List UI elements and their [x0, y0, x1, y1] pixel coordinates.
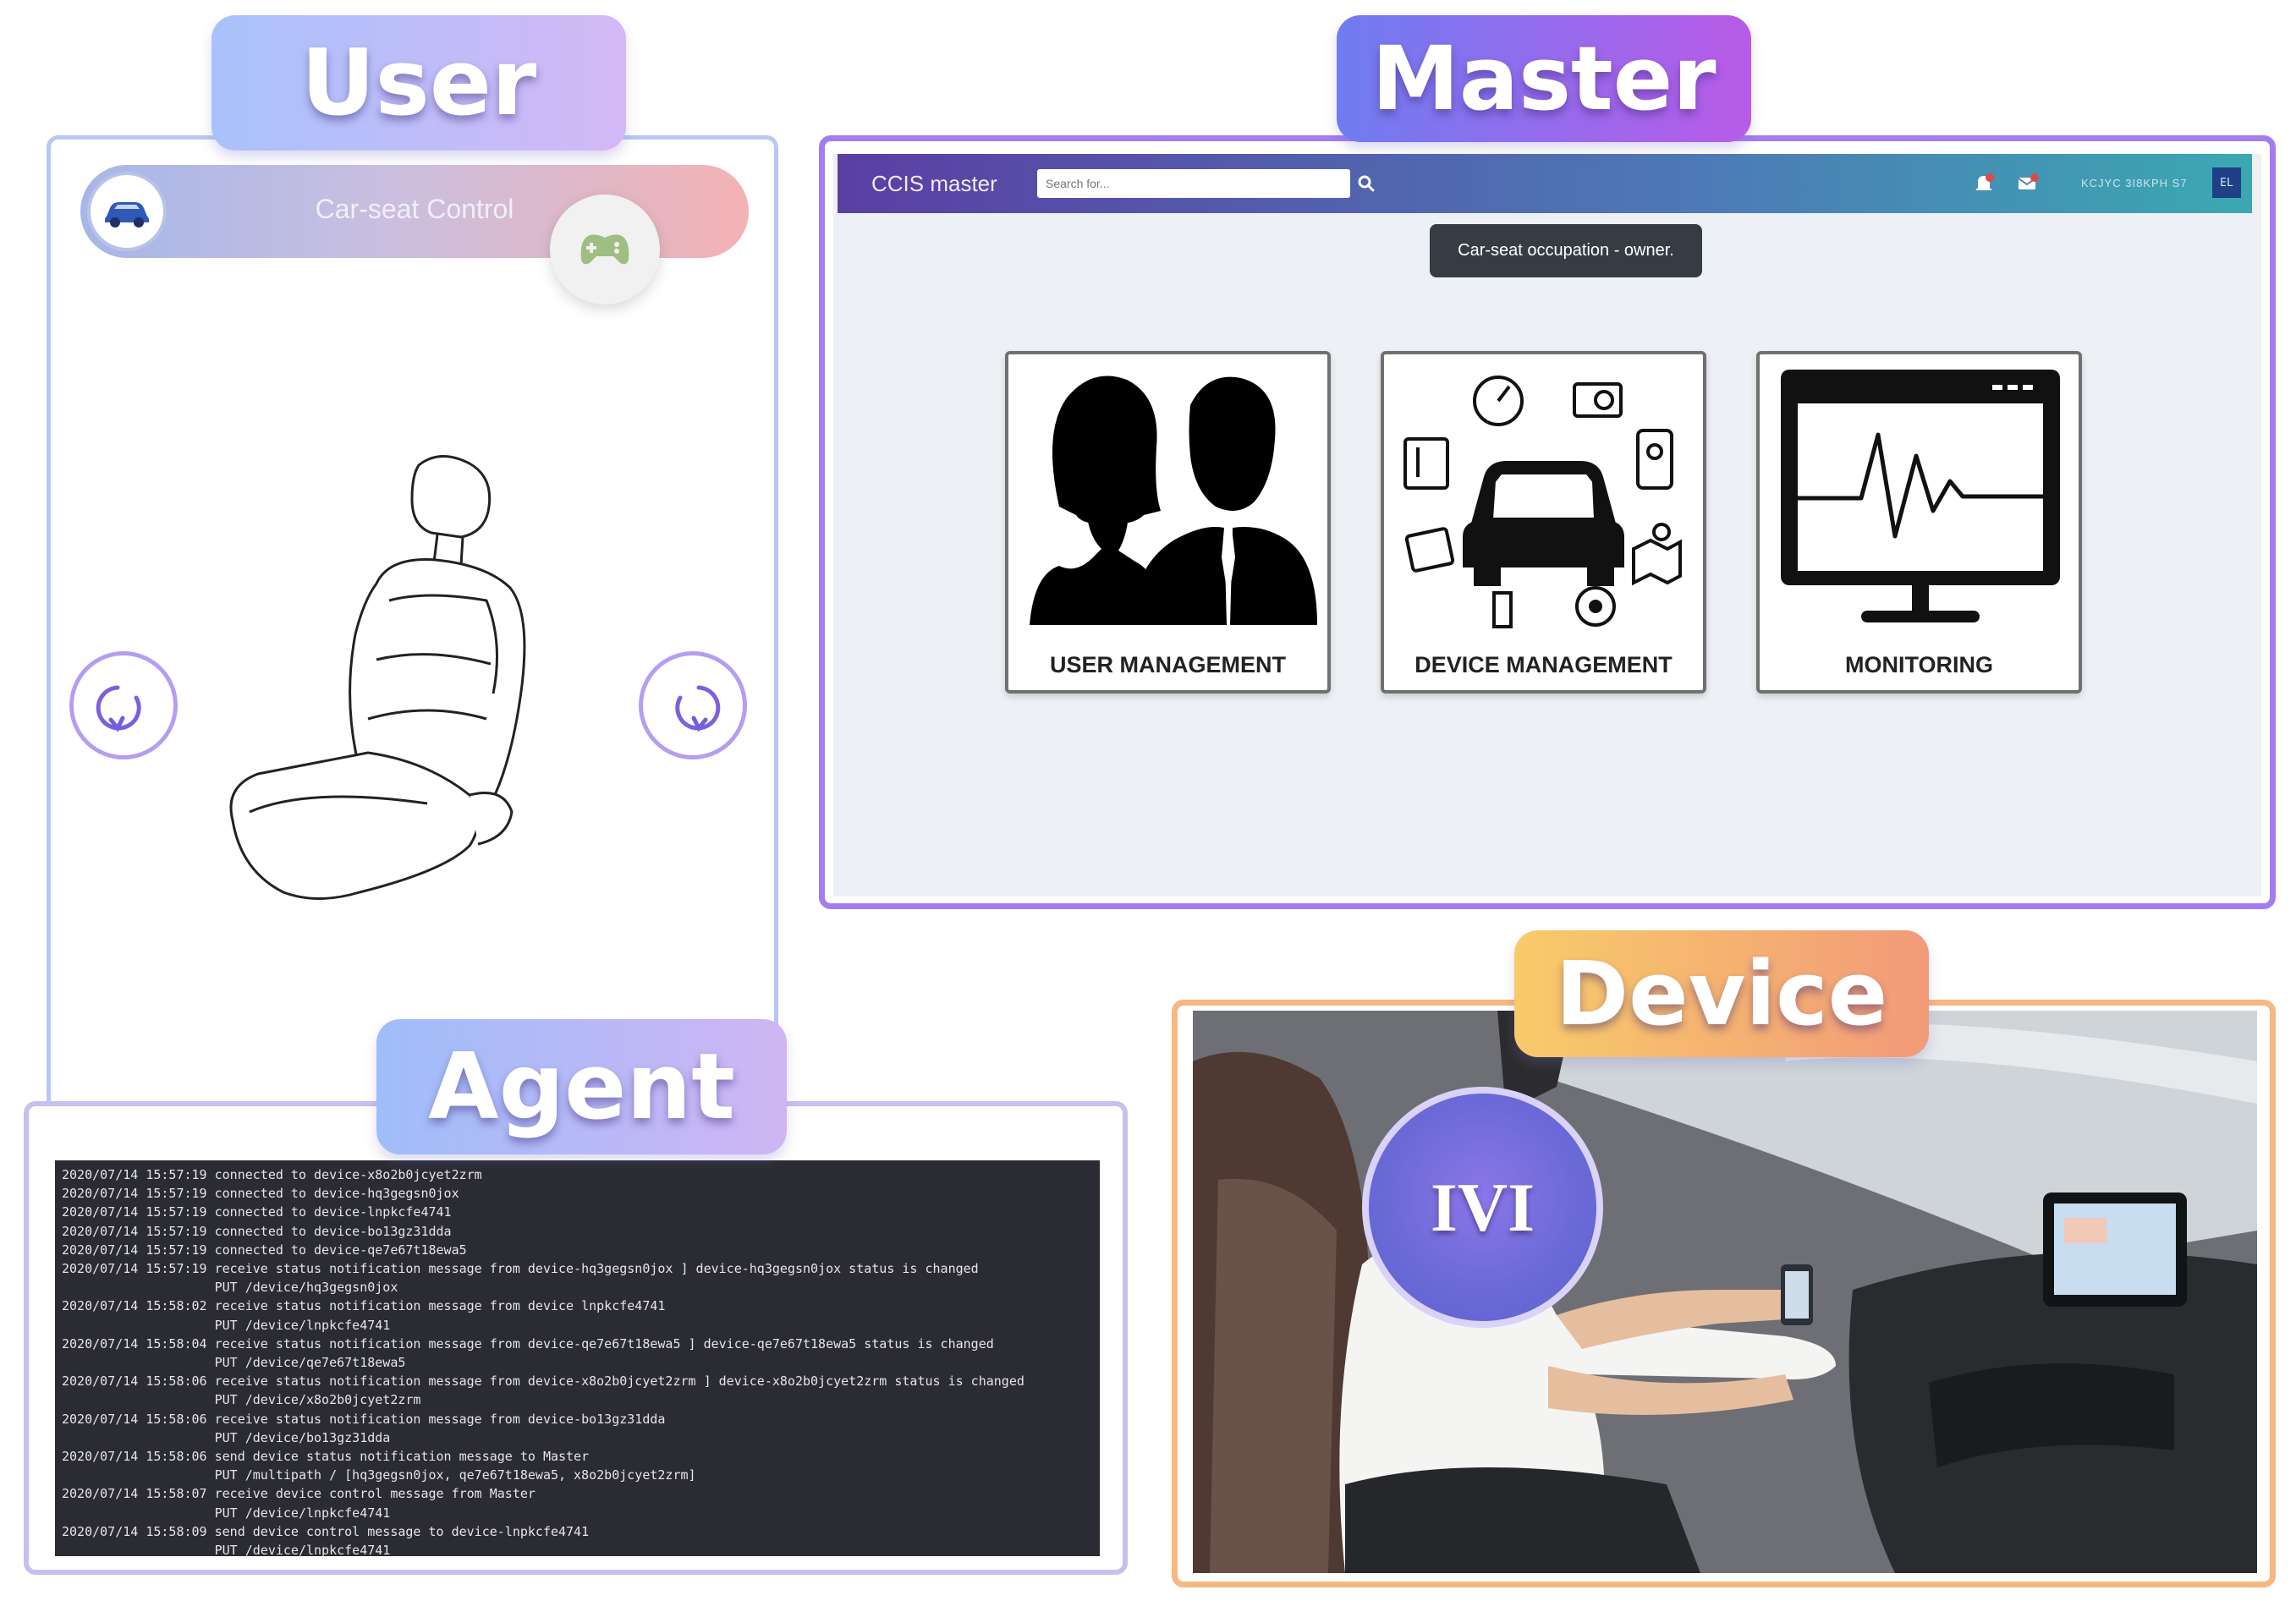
- avatar[interactable]: EL: [2212, 167, 2241, 198]
- log-line: PUT /device/bo13gz31dda: [62, 1429, 391, 1445]
- in-car-scene: [1193, 1011, 2257, 1573]
- card-label: DEVICE MANAGEMENT: [1414, 652, 1673, 677]
- gamepad-icon[interactable]: [550, 195, 660, 304]
- rotate-left-button[interactable]: [69, 651, 178, 759]
- user-management-card[interactable]: USER MANAGEMENT: [1005, 351, 1331, 694]
- avatar-text: EL: [2220, 176, 2233, 189]
- log-line: 2020/07/14 15:58:09 send device control …: [62, 1523, 590, 1539]
- master-navbar: CCIS master KCJYC 3I8KPH S7 EL: [838, 154, 2252, 213]
- log-line: 2020/07/14 15:58:06 receive status notif…: [62, 1411, 666, 1427]
- search-icon[interactable]: [1355, 173, 1377, 195]
- log-line: 2020/07/14 15:58:06 send device status n…: [62, 1449, 590, 1465]
- user-name[interactable]: KCJYC 3I8KPH S7: [2081, 177, 2188, 189]
- section-label-master: Master: [1337, 15, 1751, 142]
- section-label-agent: Agent: [376, 1019, 787, 1154]
- log-line: 2020/07/14 15:57:19 receive status notif…: [62, 1261, 979, 1277]
- log-line: 2020/07/14 15:58:02 receive status notif…: [62, 1298, 666, 1314]
- log-line: PUT /device/x8o2b0jcyet2zrm: [62, 1392, 421, 1408]
- app-title: Car-seat Control: [315, 194, 514, 224]
- log-line: PUT /device/hq3gegsn0jox: [62, 1280, 398, 1296]
- car-seat-icon: [229, 455, 526, 900]
- car-icon[interactable]: [87, 172, 167, 251]
- brand-title[interactable]: CCIS master: [871, 171, 997, 196]
- tooltip: Car-seat occupation - owner.: [1430, 224, 1702, 277]
- section-label-user: User: [211, 15, 626, 151]
- device-management-card[interactable]: DEVICE MANAGEMENT: [1381, 351, 1706, 694]
- log-line: 2020/07/14 15:57:19 connected to device-…: [62, 1186, 459, 1202]
- users-icon: [1030, 376, 1317, 625]
- section-label-device: Device: [1514, 930, 1929, 1057]
- message-icon[interactable]: [2015, 171, 2041, 196]
- log-line: 2020/07/14 15:57:19 connected to device-…: [62, 1167, 482, 1182]
- log-line: PUT /device/qe7e67t18ewa5: [62, 1355, 406, 1371]
- log-line: 2020/07/14 15:57:19 connected to device-…: [62, 1204, 452, 1220]
- log-line: PUT /multipath / [hq3gegsn0jox, qe7e67t1…: [62, 1467, 696, 1483]
- rotate-right-icon: [675, 685, 721, 732]
- search-input[interactable]: [1037, 169, 1350, 198]
- monitor-heartbeat-icon: [1781, 370, 2060, 622]
- log-line: PUT /device/lnpkcfe4741: [62, 1505, 391, 1521]
- log-line: 2020/07/14 15:58:07 receive device contr…: [62, 1486, 536, 1502]
- rotate-right-button[interactable]: [639, 651, 747, 759]
- ivi-badge: IVI: [1362, 1087, 1603, 1328]
- log-line: 2020/07/14 15:58:04 receive status notif…: [62, 1335, 994, 1352]
- log-line: 2020/07/14 15:57:19 connected to device-…: [62, 1223, 452, 1239]
- agent-log-terminal[interactable]: 2020/07/14 15:57:19 connected to device-…: [55, 1160, 1100, 1556]
- car-devices-icon: [1403, 376, 1682, 628]
- device-photo: [1193, 1011, 2257, 1573]
- card-label: USER MANAGEMENT: [1049, 652, 1286, 677]
- monitoring-card[interactable]: MONITORING: [1756, 351, 2082, 694]
- card-label: MONITORING: [1845, 652, 1993, 677]
- rotate-left-icon: [96, 685, 141, 732]
- log-line: PUT /device/lnpkcfe4741: [62, 1317, 391, 1333]
- log-line: PUT /device/lnpkcfe4741: [62, 1543, 391, 1556]
- log-line: 2020/07/14 15:57:19 connected to device-…: [62, 1242, 467, 1258]
- bell-icon[interactable]: [1971, 171, 1997, 196]
- log-line: 2020/07/14 15:58:06 receive status notif…: [62, 1373, 1024, 1390]
